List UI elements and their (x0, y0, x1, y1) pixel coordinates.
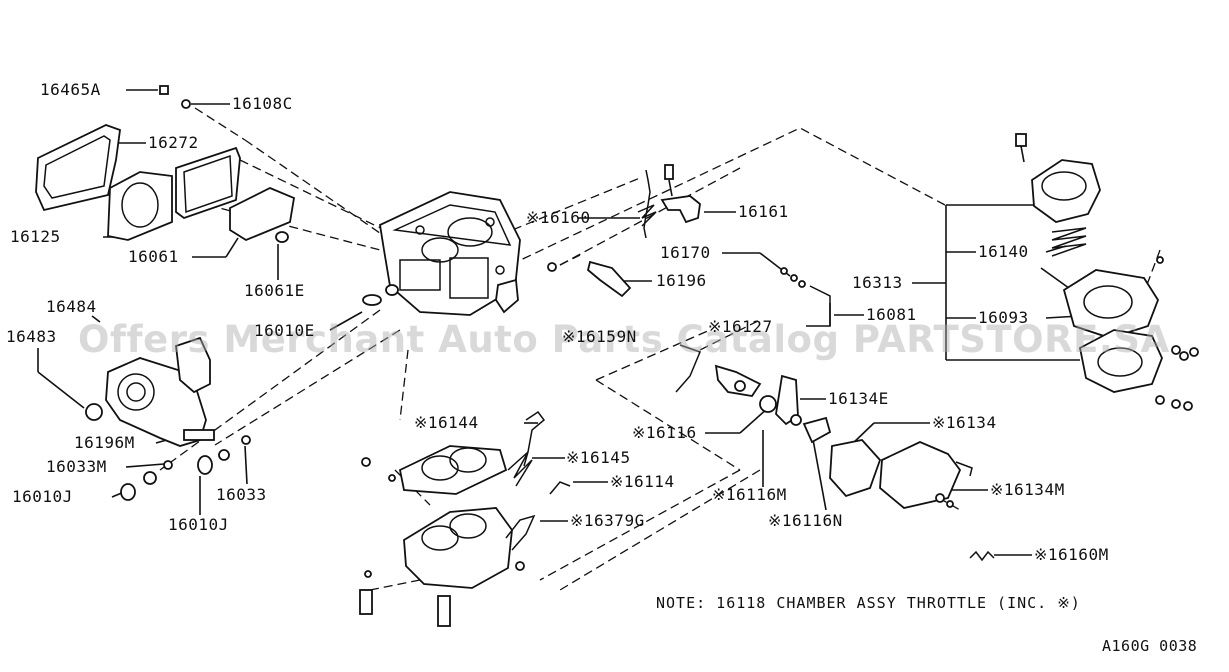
part-label-16140[interactable]: 16140 (978, 242, 1029, 261)
part-label-16159N[interactable]: ※16159N (562, 327, 637, 346)
part-label-16081[interactable]: 16081 (866, 305, 917, 324)
part-label-16196[interactable]: 16196 (656, 271, 707, 290)
part-label-16010J-b[interactable]: 16010J (168, 515, 229, 534)
part-label-16114[interactable]: ※16114 (610, 472, 675, 491)
part-label-16272[interactable]: 16272 (148, 133, 199, 152)
part-label-16061E[interactable]: 16061E (244, 281, 305, 300)
part-label-16465A[interactable]: 16465A (40, 80, 101, 99)
part-label-16160[interactable]: ※16160 (526, 208, 591, 227)
part-label-16116M[interactable]: ※16116M (712, 485, 787, 504)
part-label-16116[interactable]: ※16116 (632, 423, 697, 442)
throttle-linkage (675, 344, 995, 562)
part-label-16484[interactable]: 16484 (46, 297, 97, 316)
part-label-16127[interactable]: ※16127 (708, 317, 773, 336)
part-label-16093[interactable]: 16093 (978, 308, 1029, 327)
part-label-16134[interactable]: ※16134 (932, 413, 997, 432)
diagram-code: A160G 0038 (1102, 637, 1198, 655)
throttle-chamber (359, 410, 571, 627)
guide-lines (159, 107, 1161, 591)
diaphragm-housing-left (85, 336, 251, 501)
part-label-16033M[interactable]: 16033M (46, 457, 107, 476)
part-label-16379G[interactable]: ※16379G (570, 511, 645, 530)
cover-assembly (35, 85, 296, 243)
part-label-16061[interactable]: 16061 (128, 247, 179, 266)
part-label-16010J-a[interactable]: 16010J (12, 487, 73, 506)
part-label-16134E[interactable]: 16134E (828, 389, 889, 408)
part-label-16108C[interactable]: 16108C (232, 94, 293, 113)
part-label-16134M[interactable]: ※16134M (990, 480, 1065, 499)
diagram-note: NOTE: 16118 CHAMBER ASSY THROTTLE (INC. … (656, 594, 1081, 612)
part-label-16144[interactable]: ※16144 (414, 413, 479, 432)
float-linkage (547, 164, 831, 327)
carburetor-body (362, 191, 521, 316)
part-label-16145[interactable]: ※16145 (566, 448, 631, 467)
part-label-16161[interactable]: 16161 (738, 202, 789, 221)
part-label-16483[interactable]: 16483 (6, 327, 57, 346)
diaphragm-assembly-right (1015, 133, 1199, 411)
part-label-16033[interactable]: 16033 (216, 485, 267, 504)
part-label-16125[interactable]: 16125 (10, 227, 61, 246)
part-label-16170[interactable]: 16170 (660, 243, 711, 262)
part-label-16160M[interactable]: ※16160M (1034, 545, 1109, 564)
part-label-16196M[interactable]: 16196M (74, 433, 135, 452)
part-label-16116N[interactable]: ※16116N (768, 511, 843, 530)
part-label-16313[interactable]: 16313 (852, 273, 903, 292)
part-label-16010E[interactable]: 16010E (254, 321, 315, 340)
